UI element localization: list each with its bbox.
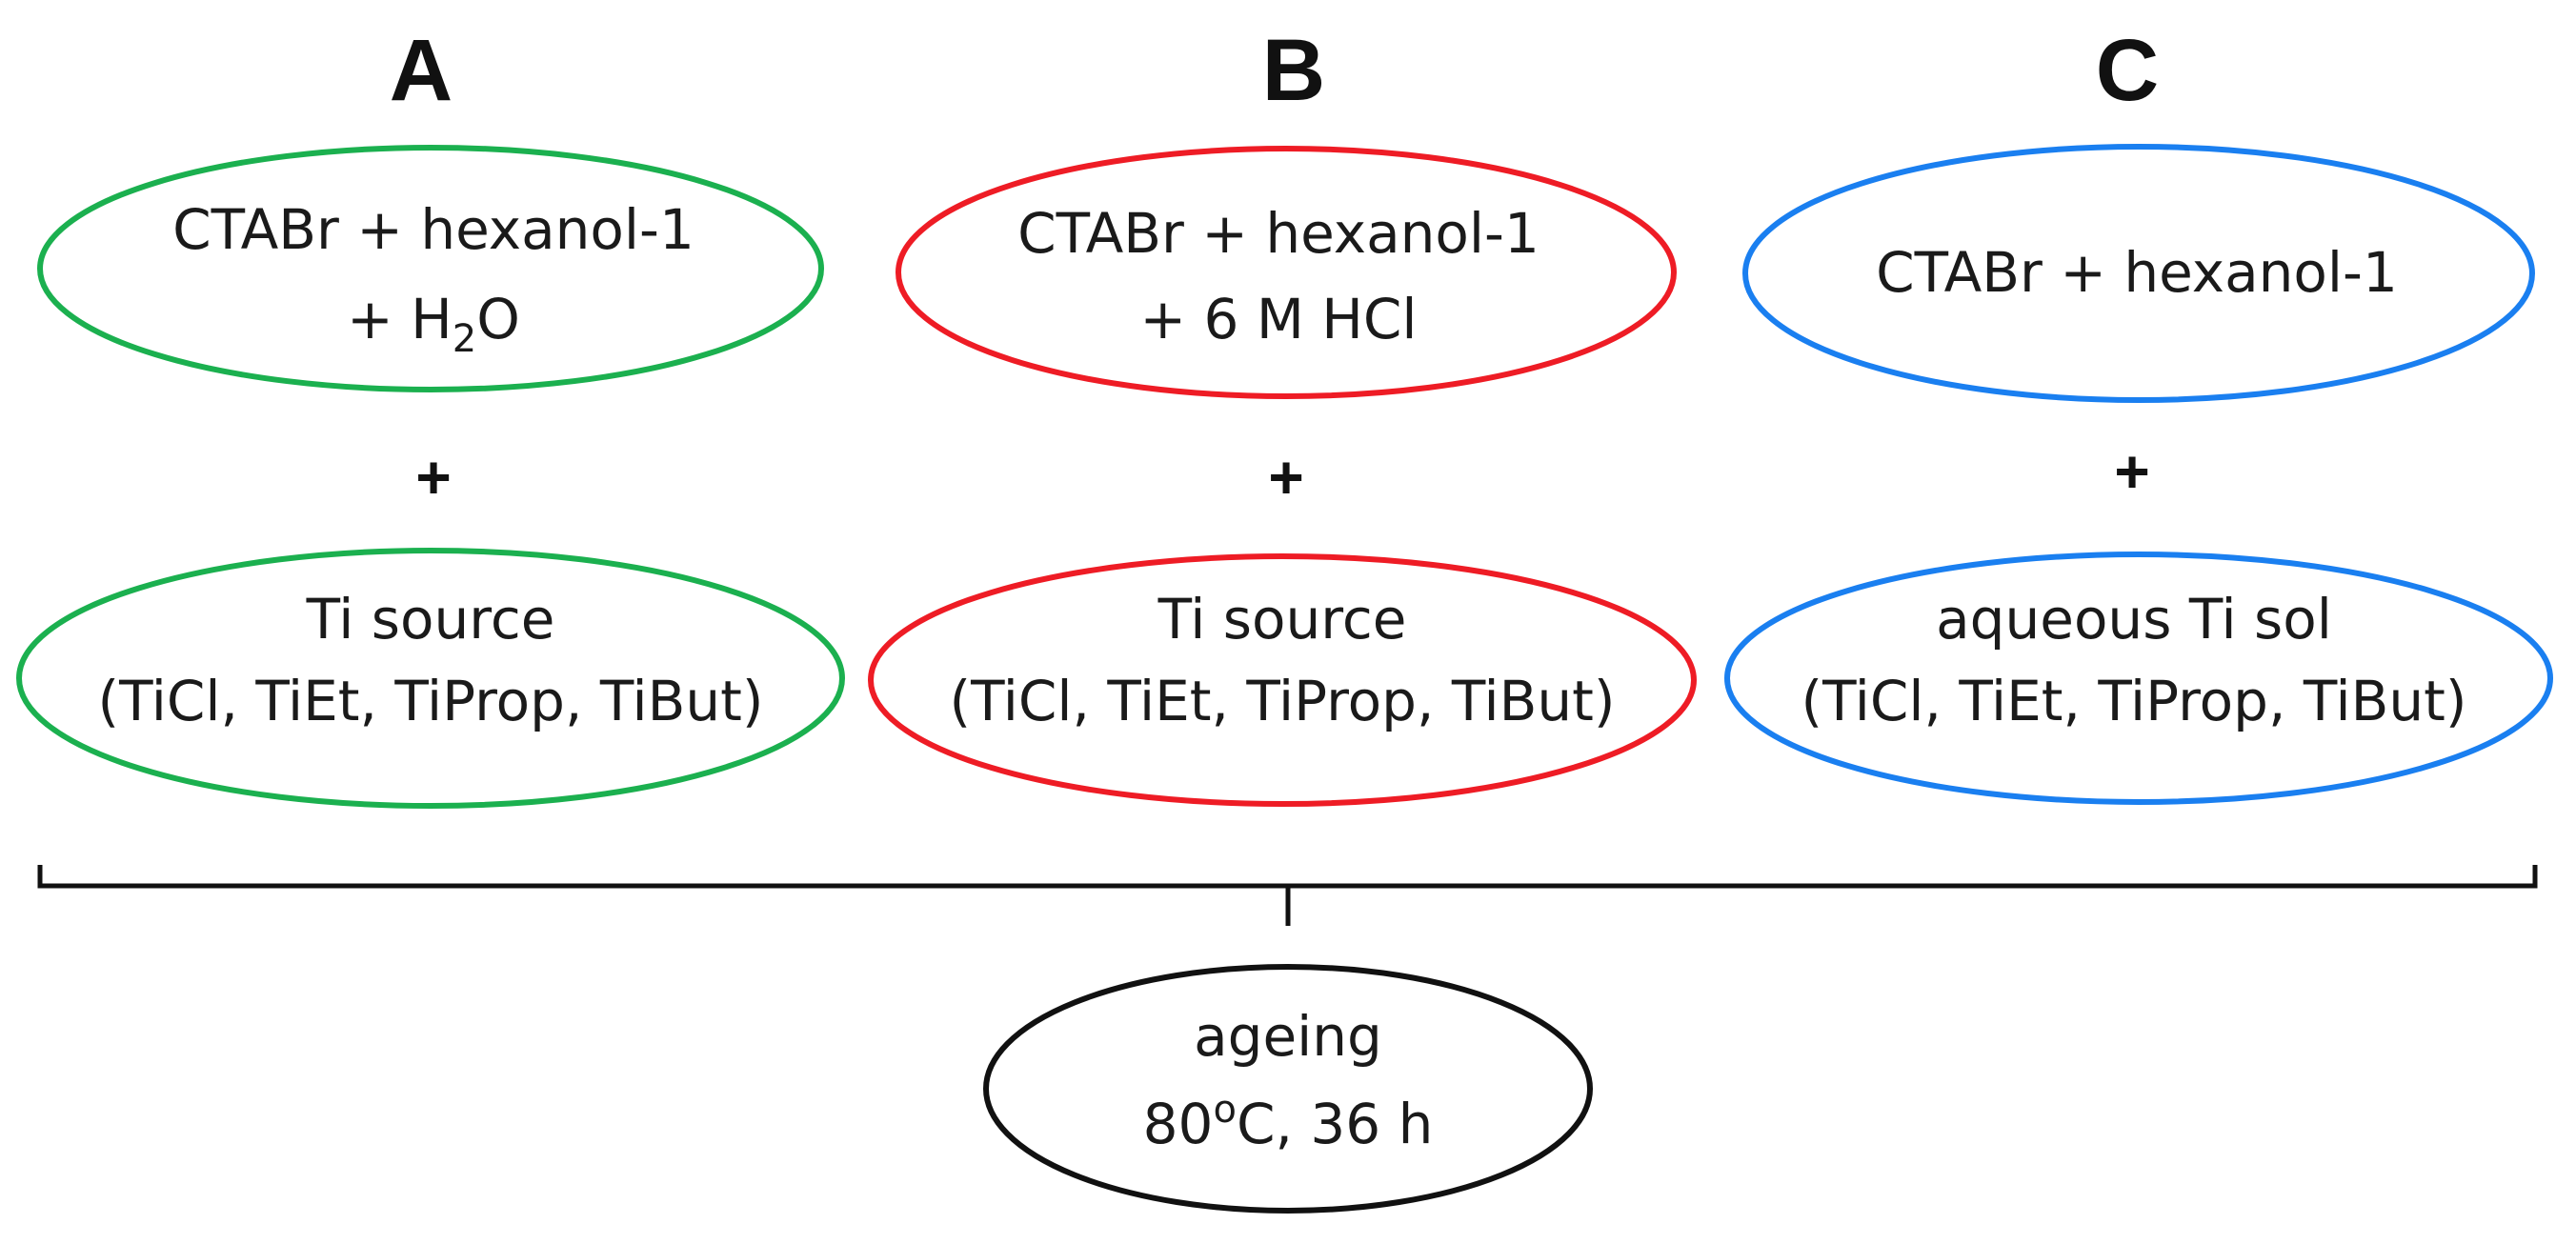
column-b-plus-sign: + bbox=[1268, 443, 1303, 512]
column-c-ti-sol-line-1: aqueous Ti sol bbox=[1936, 587, 2332, 652]
column-a-ti-source-line-2: (TiCl, TiEt, TiProp, TiBut) bbox=[97, 669, 763, 733]
column-c-plus-sign: + bbox=[2114, 437, 2149, 506]
column-b-ti-source-ellipse bbox=[868, 553, 1697, 807]
column-a-surfactant-line-1: CTABr + hexanol-1 bbox=[172, 197, 694, 262]
column-a-ti-source-ellipse bbox=[16, 548, 845, 809]
column-a-plus-sign: + bbox=[415, 443, 451, 512]
joining-bracket bbox=[37, 865, 2538, 926]
column-b-surfactant-line-1: CTABr + hexanol-1 bbox=[1017, 201, 1540, 266]
column-a-label: A bbox=[390, 22, 453, 119]
column-a-surfactant-ellipse bbox=[37, 145, 824, 392]
column-b-surfactant-line-2: + 6 M HCl bbox=[1139, 287, 1417, 351]
column-b-ti-source-line-1: Ti source bbox=[1157, 587, 1407, 652]
column-b-label: B bbox=[1262, 22, 1325, 119]
ageing-conditions: 80oC, 36 h bbox=[1143, 1088, 1434, 1156]
ageing-label: ageing bbox=[1194, 1004, 1382, 1069]
column-a-ti-source-line-1: Ti source bbox=[306, 587, 555, 652]
column-c-surfactant-line-1: CTABr + hexanol-1 bbox=[1876, 240, 2398, 305]
column-b-ti-source-line-2: (TiCl, TiEt, TiProp, TiBut) bbox=[949, 669, 1615, 733]
ageing-ellipse bbox=[983, 964, 1593, 1214]
column-c-surfactant-ellipse bbox=[1742, 144, 2535, 403]
column-c-label: C bbox=[2096, 22, 2159, 119]
column-b-surfactant-ellipse bbox=[896, 146, 1677, 399]
column-a-surfactant-line-2: + H2O bbox=[347, 287, 520, 361]
column-c-ti-sol-line-2: (TiCl, TiEt, TiProp, TiBut) bbox=[1801, 669, 2466, 733]
column-c-ti-sol-ellipse bbox=[1724, 552, 2553, 805]
